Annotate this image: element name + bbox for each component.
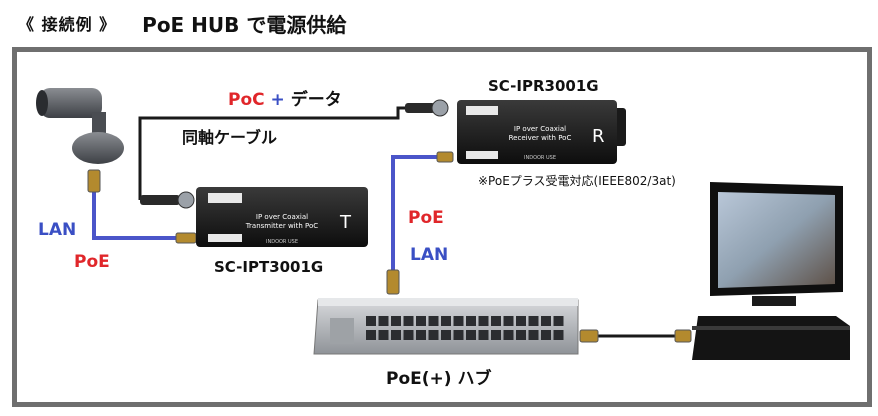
hub-port: [453, 330, 464, 340]
rj45-connector-icon: [87, 151, 692, 343]
hub-port: [541, 330, 551, 340]
tx-letter: T: [339, 212, 352, 233]
hub-port: [453, 316, 464, 326]
tx-line1: IP over Coaxial: [256, 213, 308, 221]
hub-port: [378, 316, 389, 326]
poe-left-label: PoE: [74, 252, 110, 272]
hub-port: [391, 316, 401, 326]
hub-port: [528, 316, 539, 326]
hub-port: [503, 330, 514, 340]
hub-port: [378, 330, 389, 340]
hub-port: [441, 330, 451, 340]
transmitter-model: SC-IPT3001G: [214, 258, 324, 276]
tx-line2: Transmitter with PoC: [245, 222, 318, 230]
data-text: データ: [290, 90, 342, 110]
poc-text: PoC: [228, 90, 265, 110]
lan-left-label: LAN: [38, 220, 77, 240]
hub-port: [516, 330, 526, 340]
hub-port: [366, 316, 376, 326]
hub-port: [516, 316, 526, 326]
poc-label: PoC + データ: [228, 85, 342, 110]
monitor-icon: [710, 182, 843, 306]
hub-port: [403, 330, 414, 340]
receiver-icon: IP over Coaxial Receiver with PoC R INDO…: [457, 100, 626, 164]
poe-mid-label: PoE: [408, 208, 444, 228]
bnc-connector-icon: [140, 99, 449, 209]
plus-text: +: [270, 90, 285, 110]
lan-mid-label: LAN: [410, 245, 449, 265]
hub-port: [366, 330, 376, 340]
lan-cable-receiver-hub: [391, 155, 445, 270]
coax-label: 同軸ケーブル: [182, 128, 278, 147]
hub-port: [416, 316, 426, 326]
transmitter-icon: IP over Coaxial Transmitter with PoC T I…: [196, 187, 368, 247]
hub-port: [478, 330, 489, 340]
hub-port: [428, 330, 439, 340]
hub-label: PoE(+) ハブ: [386, 369, 492, 389]
hub-port: [503, 316, 514, 326]
header-prefix: 《 接続例 》: [18, 15, 117, 34]
hub-port: [466, 316, 476, 326]
receiver-model: SC-IPR3001G: [488, 77, 599, 95]
hub-port: [541, 316, 551, 326]
rx-letter: R: [592, 126, 605, 147]
hub-port: [553, 316, 564, 326]
lan-cable-camera: [92, 190, 176, 240]
rx-line2: Receiver with PoC: [509, 134, 572, 142]
header: 《 接続例 》 PoE HUB で電源供給: [18, 8, 346, 38]
hub-port: [416, 330, 426, 340]
rx-line1: IP over Coaxial: [514, 125, 566, 133]
hub-port: [491, 330, 501, 340]
hub-port: [528, 330, 539, 340]
hub-port: [391, 330, 401, 340]
rx-indoor: INDOOR USE: [524, 155, 556, 161]
hub-icon: [313, 298, 579, 355]
page-title: PoE HUB で電源供給: [142, 12, 347, 37]
camera-icon: [36, 88, 124, 164]
hub-port: [441, 316, 451, 326]
recorder-icon: [692, 316, 850, 360]
hub-port: [553, 330, 564, 340]
coax-cable: [138, 106, 412, 200]
tx-indoor: INDOOR USE: [266, 239, 298, 245]
hub-port: [491, 316, 501, 326]
hub-port: [403, 316, 414, 326]
hub-port: [478, 316, 489, 326]
hub-port: [466, 330, 476, 340]
hub-port: [428, 316, 439, 326]
receiver-note: ※PoEプラス受電対応(IEEE802/3at): [478, 174, 676, 188]
